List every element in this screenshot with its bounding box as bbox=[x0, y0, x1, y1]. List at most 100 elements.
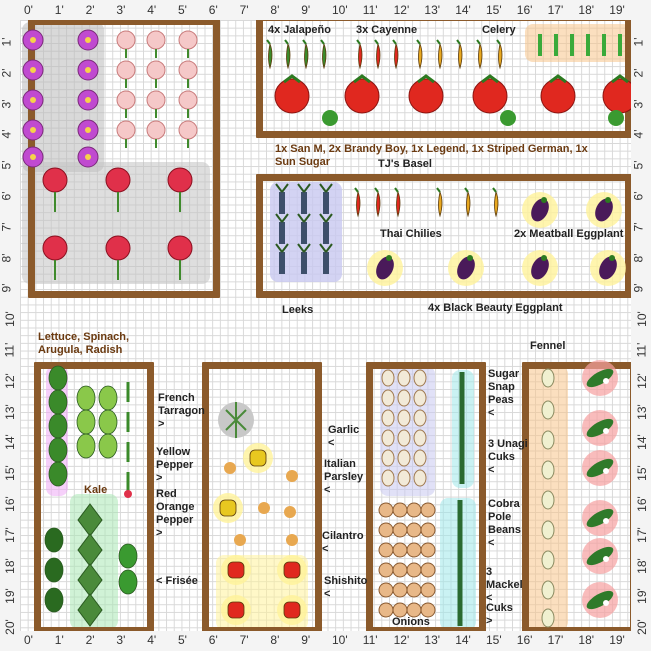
cucumber bbox=[586, 590, 614, 610]
tick-bottom-11: 11' bbox=[362, 633, 378, 647]
garlic-bulb bbox=[413, 429, 427, 447]
tick-top-12: 12' bbox=[393, 3, 410, 17]
chili-stem bbox=[492, 187, 497, 193]
bottom-ruler bbox=[0, 631, 651, 651]
tick-left-18: 19' bbox=[2, 588, 17, 605]
tick-bottom-1: 1' bbox=[54, 633, 64, 647]
leek-top bbox=[319, 243, 333, 253]
label-onions: Onions bbox=[392, 616, 430, 628]
label-frisee: < Frisée bbox=[156, 575, 198, 587]
leek bbox=[301, 252, 307, 274]
garlic-bulb bbox=[413, 369, 427, 387]
tick-top-16: 16' bbox=[516, 3, 533, 17]
cucumber-flower bbox=[603, 378, 609, 384]
tick-bottom-5: 5' bbox=[178, 633, 187, 647]
garlic-bulb bbox=[397, 369, 411, 387]
lily-flower bbox=[116, 90, 136, 110]
label-basil: TJ's Basel bbox=[378, 158, 432, 170]
onion bbox=[420, 542, 436, 558]
eggplant-cap bbox=[541, 255, 547, 261]
small-herb bbox=[284, 506, 296, 518]
tick-right-18: 19' bbox=[634, 588, 649, 605]
tick-left-7: 8' bbox=[0, 253, 14, 263]
garlic-bulb bbox=[397, 429, 411, 447]
aster-center bbox=[85, 67, 91, 73]
aster-center bbox=[30, 154, 36, 160]
tick-top-2: 2' bbox=[85, 3, 95, 17]
tick-right-5: 6' bbox=[631, 191, 646, 201]
bell-pepper bbox=[227, 601, 245, 619]
chili-pepper bbox=[498, 42, 503, 70]
tick-left-12: 13' bbox=[2, 403, 17, 420]
tick-bottom-4: 4' bbox=[147, 633, 157, 647]
onion bbox=[392, 582, 408, 598]
eggplant-cap bbox=[467, 255, 473, 261]
small-herb bbox=[286, 534, 298, 546]
chili-stem bbox=[456, 39, 461, 45]
tick-left-15: 16' bbox=[2, 496, 17, 512]
leafy-green bbox=[48, 413, 68, 439]
bed-peppers bbox=[202, 362, 322, 634]
small-herb bbox=[258, 502, 270, 514]
leek bbox=[323, 192, 329, 214]
onion bbox=[378, 562, 394, 578]
tick-top-19: 19' bbox=[609, 3, 625, 17]
onion bbox=[406, 502, 422, 518]
tick-right-11: 12' bbox=[634, 372, 649, 389]
label-unagi: 3 Unagi Cuks < bbox=[488, 438, 528, 476]
eggplant bbox=[457, 256, 475, 280]
chili-stem bbox=[496, 39, 501, 45]
tick-left-13: 14' bbox=[2, 434, 17, 451]
tick-left-9: 10' bbox=[2, 311, 17, 328]
kale-plant bbox=[77, 593, 103, 627]
lily-flower bbox=[116, 30, 136, 50]
chili-stem bbox=[266, 39, 271, 45]
tick-left-3: 4' bbox=[0, 129, 14, 139]
lily-flower bbox=[178, 60, 198, 80]
chili-pepper bbox=[466, 190, 471, 218]
bed-leeks-eggplant bbox=[256, 174, 632, 298]
label-jalapeno: 4x Jalapeño bbox=[268, 24, 331, 36]
bell-pepper bbox=[283, 601, 301, 619]
kale-plant bbox=[77, 563, 103, 597]
aster-center bbox=[30, 97, 36, 103]
tick-right-1: 2' bbox=[631, 68, 646, 78]
bell-pepper bbox=[227, 561, 245, 579]
leafy-green bbox=[48, 461, 68, 487]
tick-left-4: 5' bbox=[0, 160, 14, 170]
chili-stem bbox=[302, 39, 307, 45]
leek bbox=[301, 222, 307, 244]
tomato bbox=[344, 78, 380, 114]
onion bbox=[406, 582, 422, 598]
chili-stem bbox=[476, 39, 481, 45]
fennel-bulb bbox=[541, 608, 555, 628]
tick-bottom-6: 6' bbox=[208, 633, 218, 647]
label-tarragon: French Tarragon > bbox=[158, 392, 205, 430]
label-yellow-pepper: Yellow Pepper > bbox=[156, 446, 194, 484]
aster-center bbox=[85, 127, 91, 133]
basil-plant bbox=[322, 110, 338, 126]
tick-bottom-2: 2' bbox=[85, 633, 95, 647]
garlic-bulb bbox=[413, 469, 427, 487]
chili-stem bbox=[354, 187, 359, 193]
top-ruler bbox=[0, 0, 651, 20]
tick-top-18: 18' bbox=[578, 3, 595, 17]
aster-center bbox=[85, 97, 91, 103]
tick-right-2: 3' bbox=[631, 99, 646, 109]
tomato-stem bbox=[283, 74, 301, 84]
label-cobra: Cobra Pole Beans < bbox=[488, 498, 522, 549]
cucumber-flower bbox=[603, 518, 609, 524]
leafy-green bbox=[76, 385, 96, 411]
chili-pepper bbox=[478, 42, 483, 70]
leafy-green bbox=[48, 389, 68, 415]
leek bbox=[279, 252, 285, 274]
onion bbox=[392, 542, 408, 558]
leafy-green bbox=[44, 587, 64, 613]
carnation-flower bbox=[105, 235, 131, 261]
tick-right-15: 16' bbox=[634, 496, 649, 512]
label-mackel: 3 Mackel < bbox=[486, 566, 523, 604]
basil-plant bbox=[500, 110, 516, 126]
onion bbox=[378, 522, 394, 538]
